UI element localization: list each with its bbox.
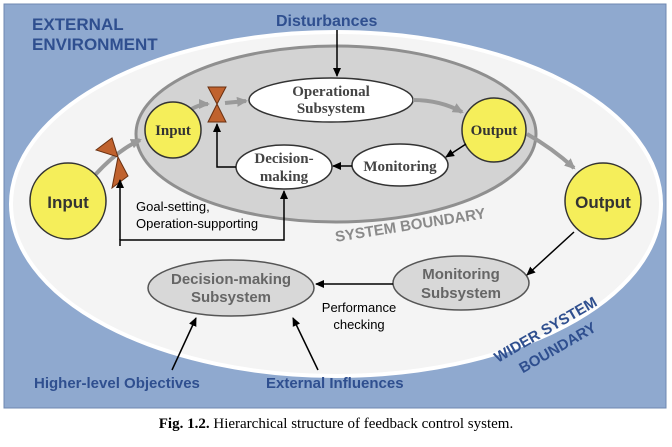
external-influences-arrow [292, 317, 319, 371]
flow-arrow-operational-to-output [412, 98, 464, 114]
inner-output-node [461, 97, 527, 163]
decision-making-subsystem-label: Decision-making [171, 271, 291, 288]
arrow-decision-to-inner-valve [213, 123, 236, 168]
decision-making-subsystem-label-2: Subsystem [191, 289, 271, 306]
flow-arrow-input-to-inner-input [93, 138, 142, 177]
outer-input-label: Input [47, 193, 89, 212]
arrow-outer-output-to-monitoring [526, 231, 575, 276]
outer-output-label: Output [575, 193, 631, 212]
decision-making-subsystem-node [147, 259, 315, 317]
flow-arrow-valve-to-operational [224, 96, 248, 107]
performance-checking-label-2: checking [333, 317, 384, 332]
operational-subsystem-label-2: Subsystem [297, 101, 366, 117]
outer-output-node [564, 162, 642, 240]
inner-decision-making-label: Decision- [254, 151, 313, 167]
disturbances-label: Disturbances [276, 13, 377, 30]
higher-level-objectives-label: Higher-level Objectives [34, 375, 200, 392]
figure-caption: Fig. 1.2. Hierarchical structure of feed… [0, 416, 672, 433]
goal-setting-label: Goal-setting, [136, 199, 210, 214]
inner-valve-icon [207, 86, 227, 123]
goal-setting-label-2: Operation-supporting [136, 216, 258, 231]
inner-monitoring-node [351, 143, 449, 187]
figure-caption-text: Hierarchical structure of feedback contr… [213, 416, 514, 432]
inner-decision-making-label-2: making [260, 169, 309, 185]
performance-checking-label: Performance [322, 300, 396, 315]
operational-subsystem-label: Operational [292, 84, 370, 100]
inner-input-label: Input [155, 123, 191, 139]
inner-output-label: Output [471, 123, 518, 139]
outer-input-node [29, 162, 107, 240]
higher-level-objectives-arrow [171, 317, 197, 371]
monitoring-subsystem-node [392, 255, 530, 311]
external-environment-label: EXTERNAL [32, 15, 124, 34]
goal-setting-arrow [119, 190, 288, 246]
figure-number: Fig. 1.2. [158, 416, 210, 432]
monitoring-subsystem-label-2: Subsystem [421, 285, 501, 302]
inner-monitoring-label: Monitoring [363, 159, 437, 175]
arrow-output-to-monitoring [445, 143, 467, 158]
external-environment-label-2: ENVIRONMENT [32, 35, 158, 54]
external-influences-label: External Influences [266, 375, 404, 392]
monitoring-subsystem-label: Monitoring [422, 266, 499, 283]
flow-arrow-output-to-outer-output [526, 132, 576, 170]
inner-input-node [144, 101, 202, 159]
